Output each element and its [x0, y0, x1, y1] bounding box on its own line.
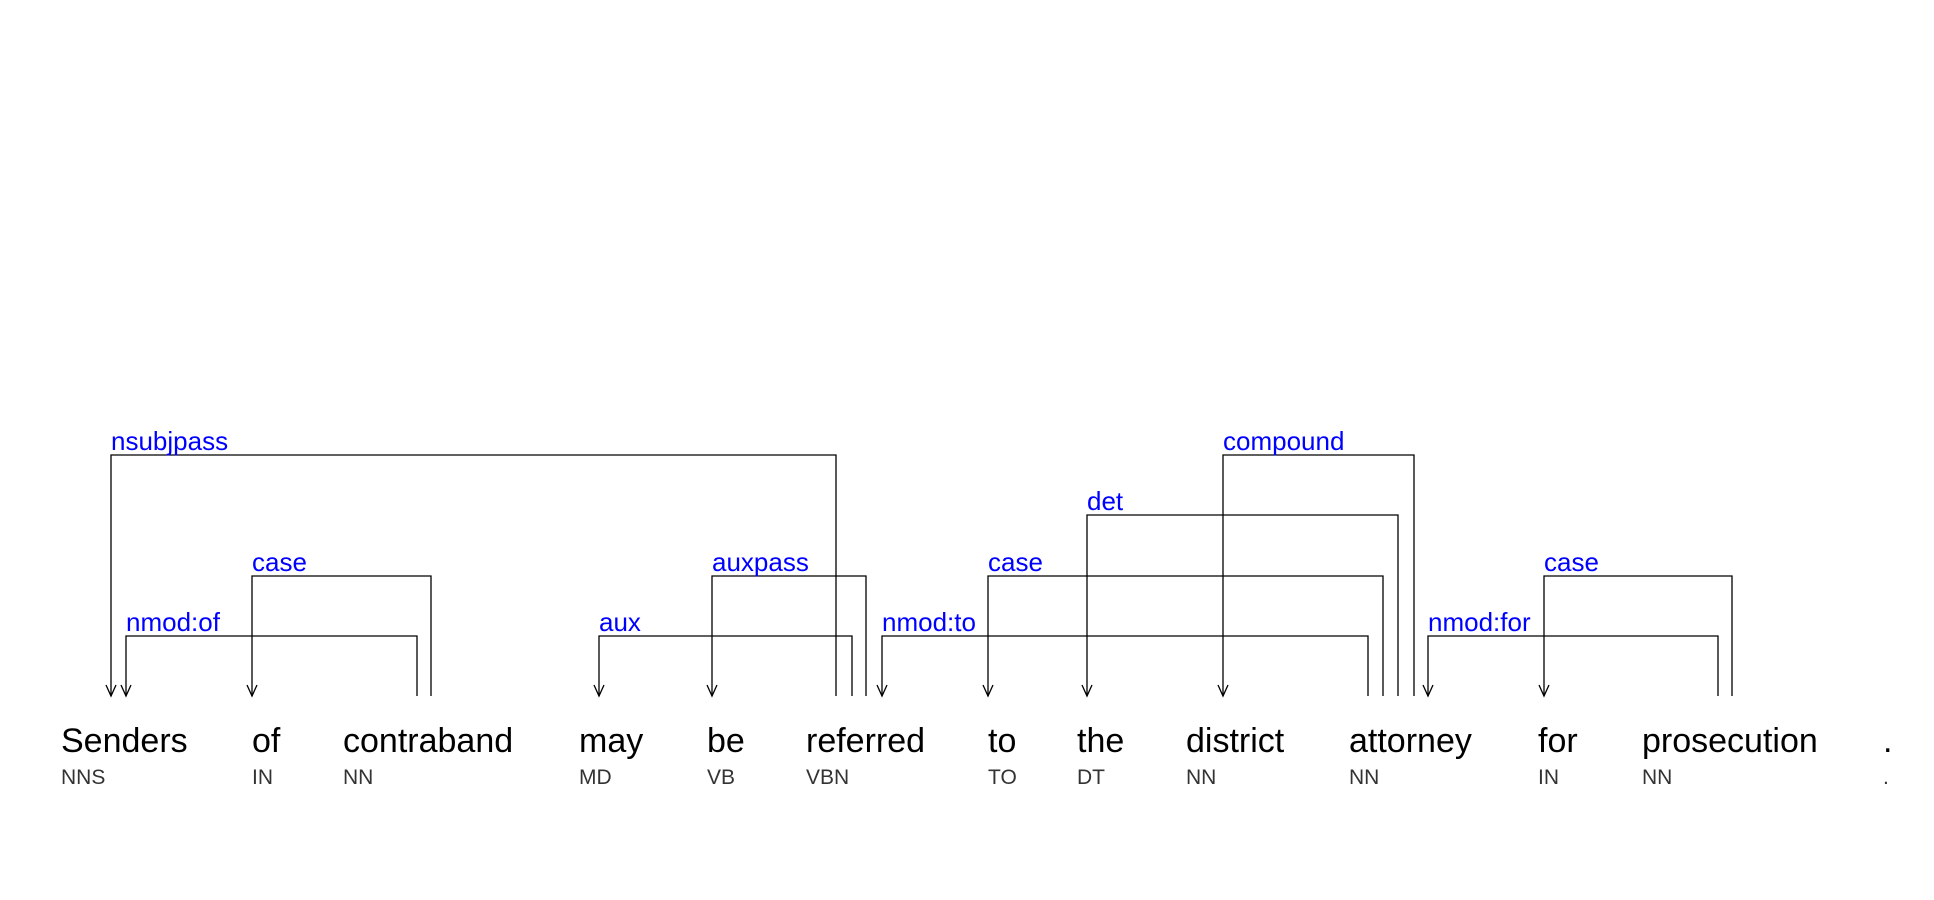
- arc-label: nmod:for: [1428, 607, 1531, 637]
- arc-line: [881, 635, 1369, 696]
- arrowhead-icon: [982, 684, 994, 698]
- dependency-arc-nmod-for: nmod:for: [1422, 607, 1719, 698]
- arc-line: [598, 635, 853, 696]
- arrowhead-icon: [246, 684, 258, 698]
- arc-line: [711, 575, 867, 696]
- token-12: ..: [1883, 722, 1892, 789]
- token-word: may: [579, 722, 643, 760]
- arc-line: [1222, 454, 1415, 696]
- arc-line: [1086, 514, 1399, 696]
- arc-line: [251, 575, 432, 696]
- token-word: be: [707, 722, 745, 760]
- arrowhead-icon: [105, 684, 117, 698]
- token-word: attorney: [1349, 722, 1472, 760]
- token-tag: .: [1883, 766, 1889, 789]
- token-tag: NN: [1642, 766, 1672, 789]
- token-tag: TO: [988, 766, 1017, 789]
- token-tag: IN: [1538, 766, 1559, 789]
- token-tag: NN: [1186, 766, 1216, 789]
- dependency-arc-case: case: [1538, 547, 1733, 698]
- arc-label: aux: [599, 607, 641, 637]
- token-word: prosecution: [1642, 722, 1818, 760]
- arc-line: [1427, 635, 1719, 696]
- dependency-arc-compound: compound: [1217, 426, 1415, 698]
- token-word: contraband: [343, 722, 513, 760]
- token-word: the: [1077, 722, 1124, 760]
- arrowhead-icon: [1217, 684, 1229, 698]
- token-tag: DT: [1077, 766, 1105, 789]
- token-word: to: [988, 722, 1016, 760]
- dependency-arc-case: case: [246, 547, 432, 698]
- token-tag: VB: [707, 766, 735, 789]
- arc-label: nsubjpass: [111, 426, 228, 456]
- arc-label: case: [252, 547, 307, 577]
- arrowhead-icon: [706, 684, 718, 698]
- arc-label: nmod:to: [882, 607, 976, 637]
- arc-line: [125, 635, 418, 696]
- arc-label: case: [988, 547, 1043, 577]
- arc-label: nmod:of: [126, 607, 221, 637]
- token-tag: VBN: [806, 766, 849, 789]
- token-word: of: [252, 722, 281, 760]
- arc-line: [1543, 575, 1733, 696]
- token-tag: NN: [343, 766, 373, 789]
- arc-line: [987, 575, 1384, 696]
- arrowhead-icon: [1081, 684, 1093, 698]
- arc-label: case: [1544, 547, 1599, 577]
- token-tag: MD: [579, 766, 612, 789]
- token-word: district: [1186, 722, 1285, 760]
- arrowhead-icon: [593, 684, 605, 698]
- token-word: Senders: [61, 722, 188, 760]
- arc-label: compound: [1223, 426, 1344, 456]
- token-word: .: [1883, 722, 1892, 760]
- arrowhead-icon: [876, 684, 888, 698]
- dependency-arc-det: det: [1081, 486, 1399, 698]
- token-word: referred: [806, 722, 925, 760]
- dependency-arc-auxpass: auxpass: [706, 547, 867, 698]
- dependency-arc-nmod-to: nmod:to: [876, 607, 1369, 698]
- dependency-arc-aux: aux: [593, 607, 853, 698]
- dependency-arc-nmod-of: nmod:of: [120, 607, 418, 698]
- arc-label: auxpass: [712, 547, 809, 577]
- arrowhead-icon: [1422, 684, 1434, 698]
- token-tag: IN: [252, 766, 273, 789]
- arrowhead-icon: [120, 684, 132, 698]
- token-tag: NN: [1349, 766, 1379, 789]
- token-word: for: [1538, 722, 1578, 760]
- arrowhead-icon: [1538, 684, 1550, 698]
- arc-label: det: [1087, 486, 1124, 516]
- dependency-arc-case: case: [982, 547, 1384, 698]
- token-tag: NNS: [61, 766, 105, 789]
